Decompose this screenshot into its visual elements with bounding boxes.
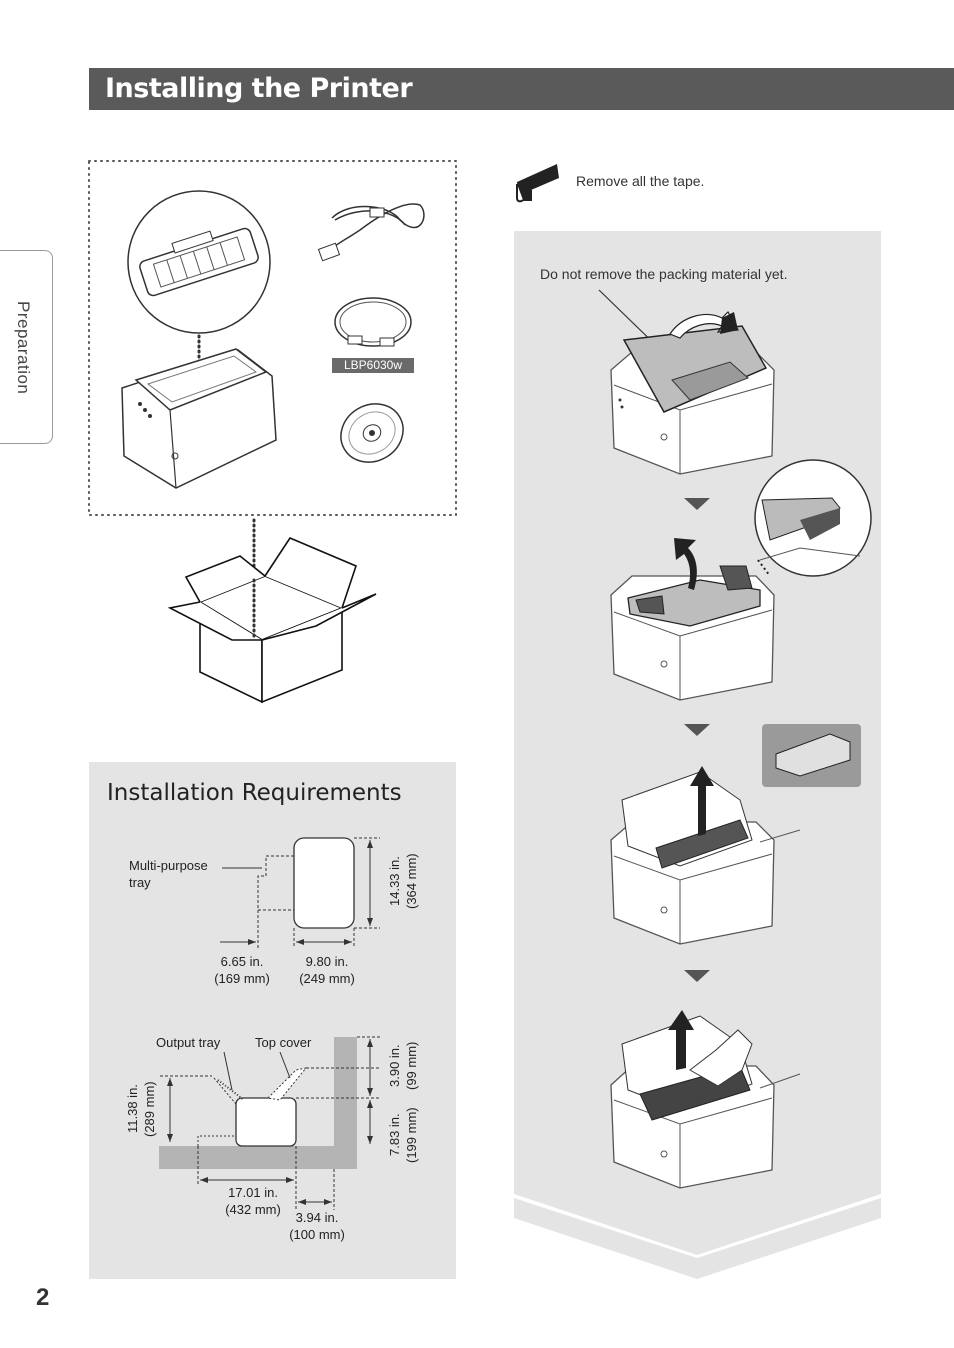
dim-left-width-in: 6.65 in. xyxy=(220,954,264,969)
dim-top-clearance: 3.90 in. (99 mm) xyxy=(386,1034,420,1098)
dim-left-width: 6.65 in. (169 mm) xyxy=(207,953,277,987)
dim-left-height: 11.38 in. (289 mm) xyxy=(124,1074,158,1144)
page-title-bar: Installing the Printer xyxy=(89,68,954,110)
dim-top-clearance-in: 3.90 in. xyxy=(387,1044,402,1088)
installation-requirements-panel xyxy=(89,762,456,1279)
dim-top-clearance-mm: (99 mm) xyxy=(404,1041,419,1091)
dim-back-clearance-mm: (100 mm) xyxy=(289,1227,345,1242)
dim-left-height-mm: (289 mm) xyxy=(142,1081,157,1137)
section-tab-preparation[interactable]: Preparation xyxy=(0,250,53,444)
dim-back-clearance-in: 3.94 in. xyxy=(295,1210,339,1225)
requirements-title: Installation Requirements xyxy=(107,780,402,806)
top-cover-label: Top cover xyxy=(255,1035,312,1050)
dim-width: 9.80 in. (249 mm) xyxy=(292,953,362,987)
page-number: 2 xyxy=(36,1284,50,1311)
dim-width-mm: (249 mm) xyxy=(299,971,355,986)
dim-depth-mm: (432 mm) xyxy=(225,1202,281,1217)
tape-note: Remove all the tape. xyxy=(576,173,705,189)
section-tab-label: Preparation xyxy=(14,301,33,395)
dim-right-height-mm: (199 mm) xyxy=(404,1107,419,1163)
dim-right-height: 7.83 in. (199 mm) xyxy=(386,1100,420,1170)
tape-icon xyxy=(516,164,559,203)
dim-left-width-mm: (169 mm) xyxy=(214,971,270,986)
dim-right-height-in: 7.83 in. xyxy=(387,1113,402,1157)
dim-depth: 17.01 in. (432 mm) xyxy=(213,1184,293,1218)
dim-back-clearance: 3.94 in. (100 mm) xyxy=(280,1209,354,1243)
dim-width-in: 9.80 in. xyxy=(305,954,349,969)
dim-depth-in: 17.01 in. xyxy=(228,1185,278,1200)
tray-label: Multi-purpose tray xyxy=(129,858,208,890)
model-label-badge: LBP6030w xyxy=(332,358,414,373)
dim-left-height-in: 11.38 in. xyxy=(125,1084,140,1134)
page-title: Installing the Printer xyxy=(105,73,413,104)
output-tray-label: Output tray xyxy=(156,1035,221,1050)
packing-note: Do not remove the packing material yet. xyxy=(540,266,788,282)
